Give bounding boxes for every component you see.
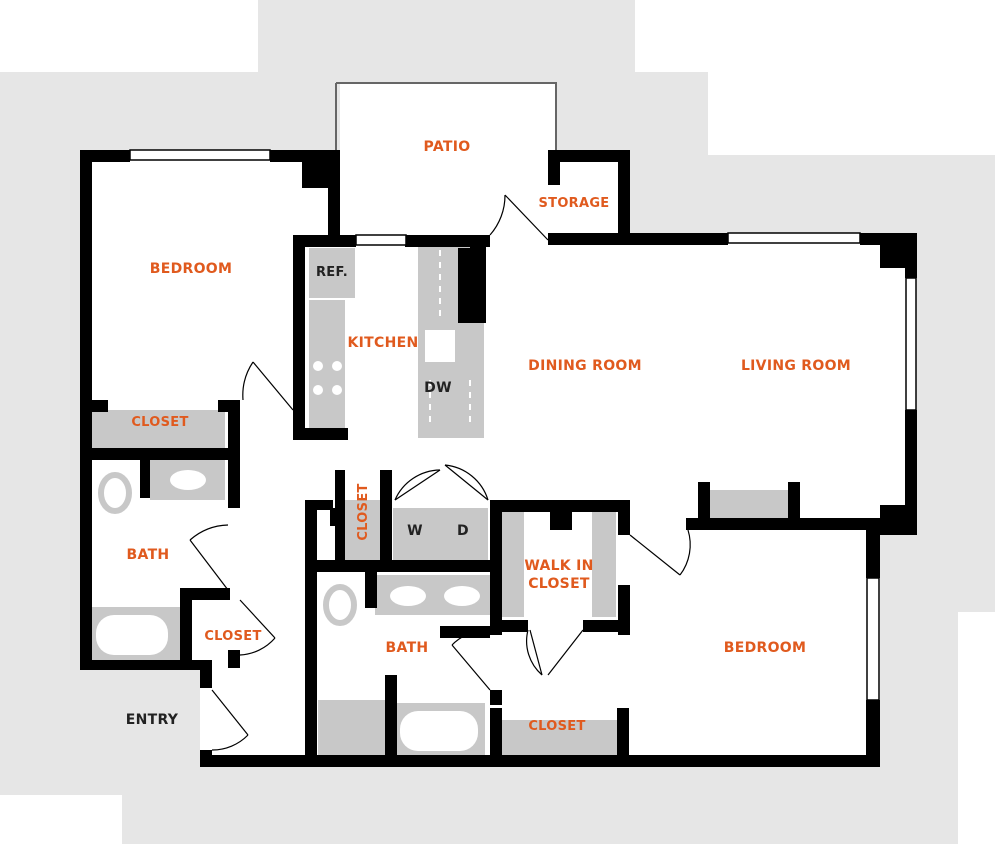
patio-rail bbox=[336, 82, 557, 156]
label-closet-4: CLOSET bbox=[528, 719, 585, 734]
label-dw: DW bbox=[424, 380, 452, 396]
walkin-shelf-right bbox=[592, 512, 616, 617]
label-washer: W bbox=[407, 523, 423, 539]
label-dining-room: DINING ROOM bbox=[528, 358, 642, 374]
label-bath-2: BATH bbox=[386, 640, 429, 656]
label-entry: ENTRY bbox=[126, 712, 179, 728]
bath2-shower bbox=[318, 700, 386, 755]
plumbing-fixtures bbox=[98, 472, 357, 626]
walkin-shelf-left bbox=[502, 512, 524, 617]
label-dryer: D bbox=[457, 523, 469, 539]
label-living-room: LIVING ROOM bbox=[741, 358, 851, 374]
label-walk-in-line2: CLOSET bbox=[528, 576, 590, 592]
closet4-shelf bbox=[502, 720, 617, 760]
dw-dash bbox=[429, 250, 471, 425]
room-labels: PATIO STORAGE BEDROOM REF. KITCHEN DW DI… bbox=[126, 139, 851, 734]
label-storage: STORAGE bbox=[538, 196, 609, 211]
closet-shelf-bedroom1 bbox=[90, 410, 225, 450]
washer-dryer bbox=[393, 508, 488, 562]
toilet-1 bbox=[98, 472, 132, 514]
walls bbox=[80, 150, 917, 767]
label-kitchen: KITCHEN bbox=[348, 335, 419, 351]
label-closet-3: CLOSET bbox=[356, 483, 371, 540]
doors bbox=[189, 194, 691, 751]
windows bbox=[129, 149, 917, 701]
refrigerator bbox=[309, 248, 355, 298]
toilet-2 bbox=[323, 584, 357, 626]
linen-closet-shelf bbox=[345, 500, 380, 562]
label-bedroom-2: BEDROOM bbox=[724, 640, 806, 656]
label-closet-2: CLOSET bbox=[204, 629, 261, 644]
interior-floor bbox=[80, 83, 915, 765]
label-ref: REF. bbox=[316, 265, 348, 280]
label-bath-1: BATH bbox=[127, 547, 170, 563]
label-patio: PATIO bbox=[424, 139, 471, 155]
label-bedroom-1: BEDROOM bbox=[150, 261, 232, 277]
fireplace bbox=[710, 490, 788, 520]
label-walk-in-line1: WALK IN bbox=[524, 558, 593, 574]
label-closet-1: CLOSET bbox=[131, 415, 188, 430]
